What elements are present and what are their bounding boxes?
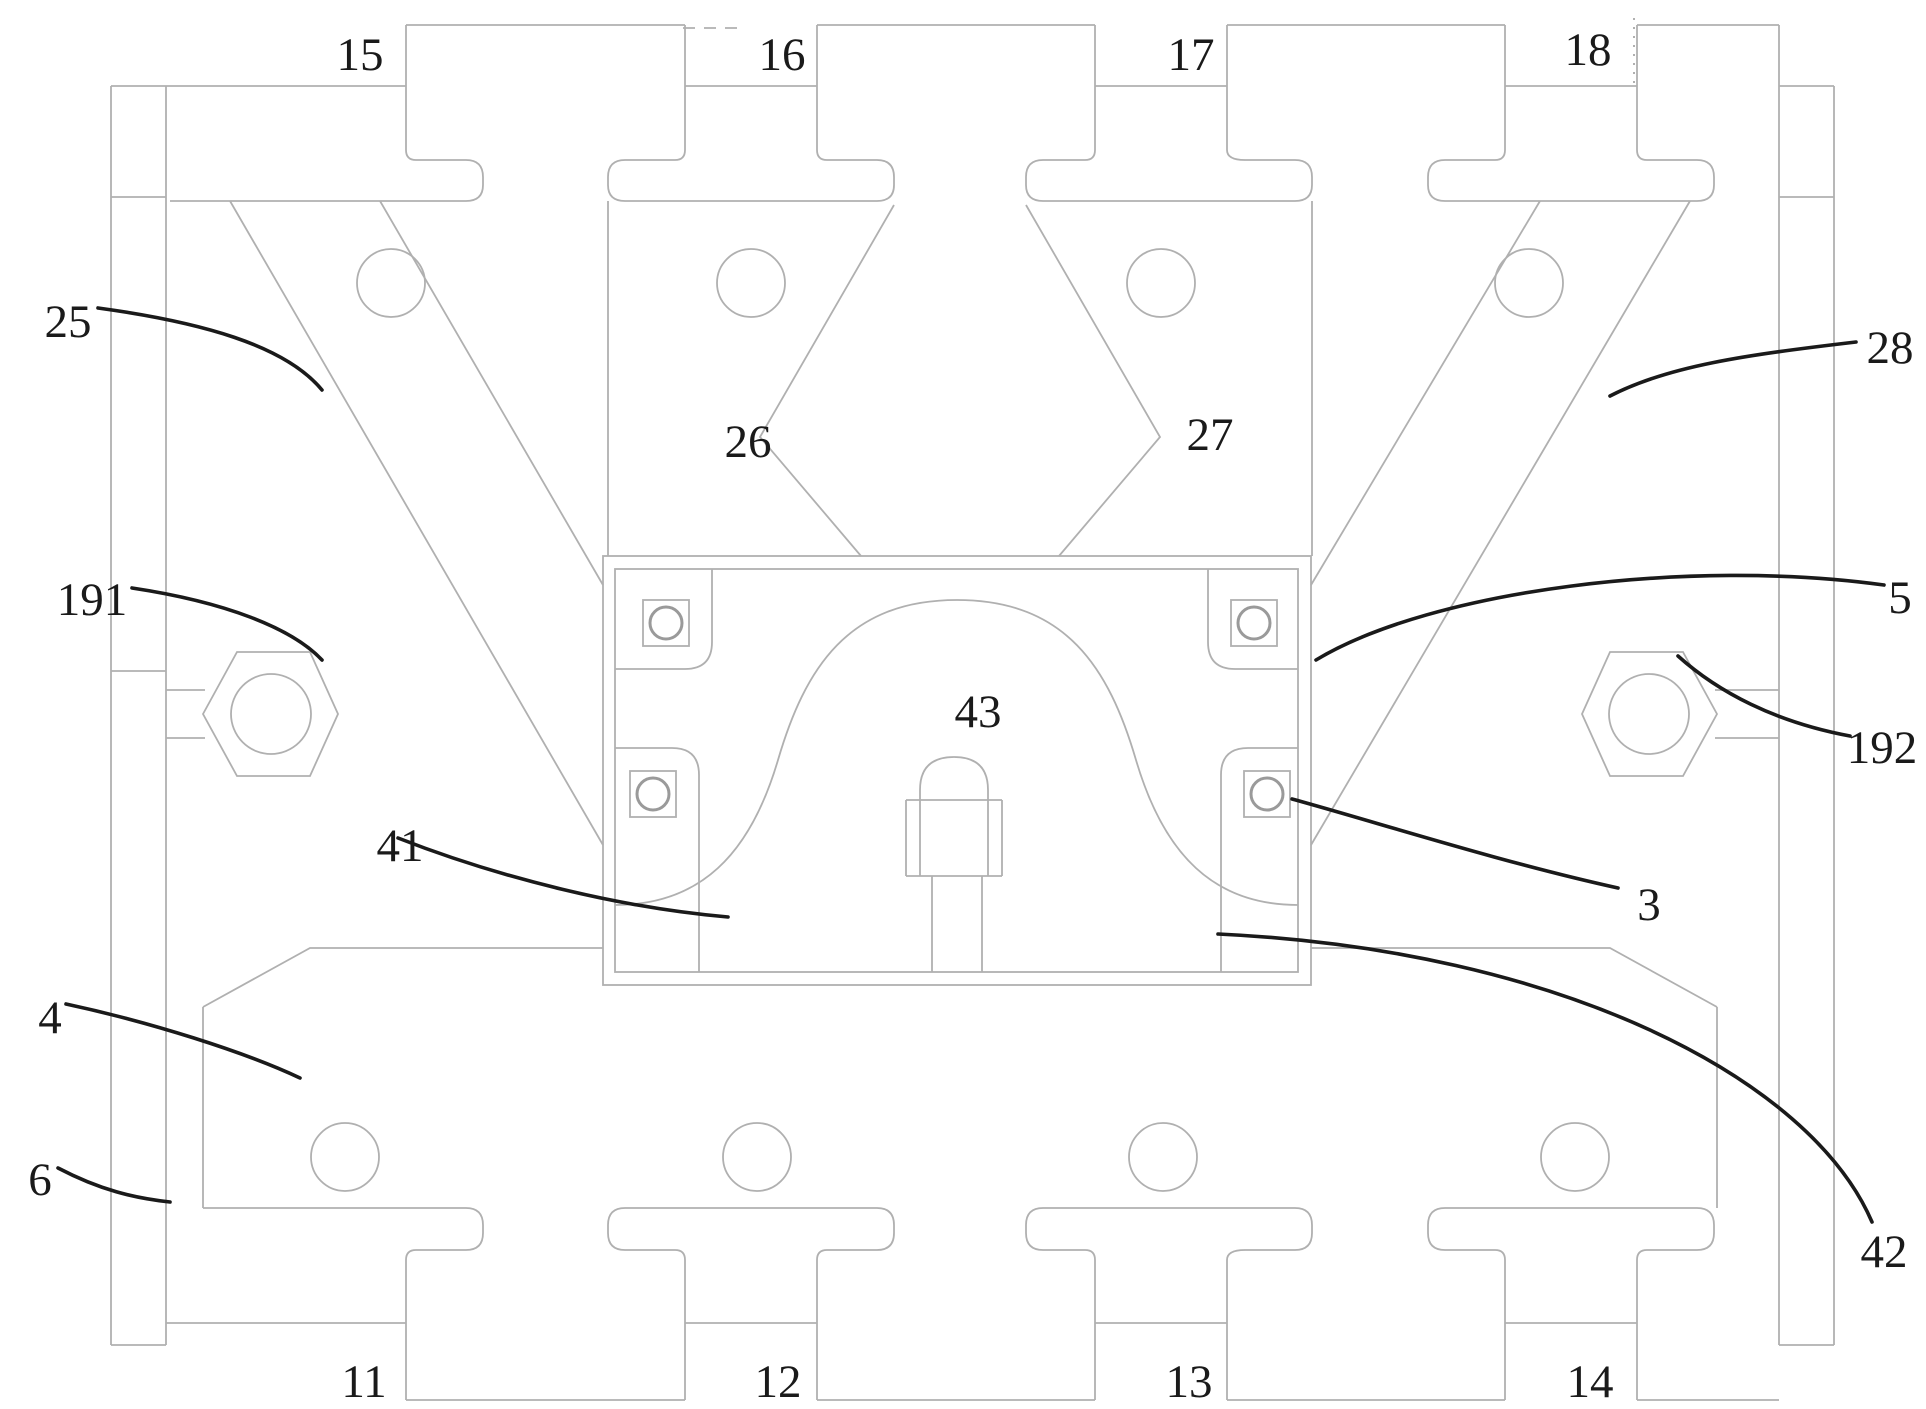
hole-bottom-3: [1128, 1122, 1198, 1192]
fastener-ring: [635, 776, 671, 812]
label-13: 13: [1166, 1356, 1213, 1408]
diagonal-finger-28-inner: [1310, 200, 1541, 586]
top-t-slot-2: [1025, 86, 1313, 202]
hole-top-3: [1126, 248, 1196, 318]
hole-top-2: [716, 248, 786, 318]
lug-left-hole: [230, 673, 312, 755]
fastener-top-right: [1230, 599, 1278, 647]
top-t-slot-1: [607, 86, 895, 202]
label-42: 42: [1861, 1226, 1908, 1278]
bottom-t-slot-2: [1025, 1207, 1313, 1323]
leader-lines: [56, 306, 1886, 1224]
label-192: 192: [1847, 722, 1918, 774]
label-16: 16: [759, 29, 806, 81]
hole-bottom-2: [722, 1122, 792, 1192]
reference-labels: 15 16 17 18 25 28 26 27 191 5 43 192 41 3 4 6 42 11 12 13 14: [28, 24, 1917, 1408]
leader-line-191: [130, 586, 324, 662]
bottom-t-slot-3: [1427, 1207, 1715, 1323]
pocket-top-left: [615, 569, 713, 670]
lug-left-stubs: [166, 689, 205, 739]
label-5: 5: [1888, 572, 1912, 624]
leader-line-5: [1314, 573, 1886, 662]
alignment-holes-bottom: [310, 1122, 1610, 1192]
label-14: 14: [1567, 1356, 1614, 1408]
lug-right-hole: [1608, 673, 1690, 755]
dome-spring: [614, 599, 1299, 906]
label-43: 43: [955, 686, 1002, 738]
funnel-edge-left: [758, 204, 895, 557]
bottom-t-slot-0: [203, 1207, 484, 1323]
slab-top-edge: [202, 947, 1718, 1008]
locating-lug-left: [166, 651, 339, 777]
top-leads: [166, 18, 1779, 202]
hole-bottom-4: [1540, 1122, 1610, 1192]
rail-left-lines: [110, 85, 167, 1346]
top-tab-sides: [405, 25, 1638, 86]
leader-line-41: [396, 836, 730, 919]
diagonal-finger-25-inner: [379, 200, 604, 586]
label-3: 3: [1637, 879, 1661, 931]
leader-line-3: [1290, 797, 1620, 890]
leader-line-4: [64, 1002, 302, 1080]
frame-rail-left: [110, 85, 167, 1346]
label-25: 25: [45, 296, 92, 348]
pocket-top-right: [1207, 569, 1298, 670]
slab-sides: [202, 1007, 1718, 1208]
fastener-bottom-left: [629, 770, 677, 818]
label-27: 27: [1187, 409, 1234, 461]
bottom-t-slot-1: [607, 1207, 895, 1323]
top-t-slot-0: [170, 86, 484, 202]
fastener-square: [1230, 599, 1278, 647]
leader-line-192: [1676, 654, 1852, 738]
alignment-holes-top: [356, 248, 1564, 318]
fastener-square: [1243, 770, 1291, 818]
hole-top-1: [356, 248, 426, 318]
base-plate: [166, 947, 1779, 1401]
fastener-bottom-right: [1243, 770, 1291, 818]
keyhole-block: [905, 799, 1003, 877]
label-41: 41: [377, 820, 424, 872]
label-17: 17: [1168, 29, 1215, 81]
leader-line-25: [96, 306, 324, 392]
fastener-ring: [648, 605, 684, 641]
top-t-slot-3: [1427, 86, 1715, 202]
fastener-ring: [1236, 605, 1272, 641]
label-28: 28: [1867, 322, 1914, 374]
leader-line-42: [1216, 932, 1874, 1224]
clamp-assembly: [602, 555, 1312, 986]
fastener-top-left: [642, 599, 690, 647]
pocket-bottom-right: [1220, 747, 1298, 972]
clamp-inner-frame: [614, 568, 1299, 973]
frame-rail-right: [1778, 25, 1835, 1346]
finger-slots: [229, 200, 1691, 846]
label-4: 4: [38, 992, 62, 1044]
clamp-outer-frame: [602, 555, 1312, 986]
fastener-square: [629, 770, 677, 818]
lug-right-hex: [1581, 651, 1719, 777]
label-18: 18: [1565, 24, 1612, 76]
hole-top-4: [1494, 248, 1564, 318]
fastener-square: [642, 599, 690, 647]
label-11: 11: [341, 1356, 386, 1408]
leader-line-6: [56, 1166, 172, 1204]
funnel-edge-right: [1025, 204, 1162, 557]
hole-bottom-1: [310, 1122, 380, 1192]
locating-lug-right: [1581, 651, 1779, 777]
label-12: 12: [755, 1356, 802, 1408]
label-6: 6: [28, 1154, 52, 1206]
label-15: 15: [337, 29, 384, 81]
rail-right-lines: [1778, 25, 1835, 1346]
diagonal-finger-25-outer: [229, 200, 604, 846]
leader-line-28: [1608, 340, 1858, 398]
label-26: 26: [725, 416, 772, 468]
diagonal-finger-28-outer: [1310, 200, 1691, 846]
label-191: 191: [57, 574, 128, 626]
fastener-ring: [1249, 776, 1285, 812]
lug-left-hex: [201, 651, 339, 777]
bottom-tab-sides: [405, 1323, 1638, 1400]
keyhole-arch: [919, 756, 989, 876]
pocket-bottom-left: [615, 747, 700, 972]
keyhole-slot: [931, 876, 983, 972]
